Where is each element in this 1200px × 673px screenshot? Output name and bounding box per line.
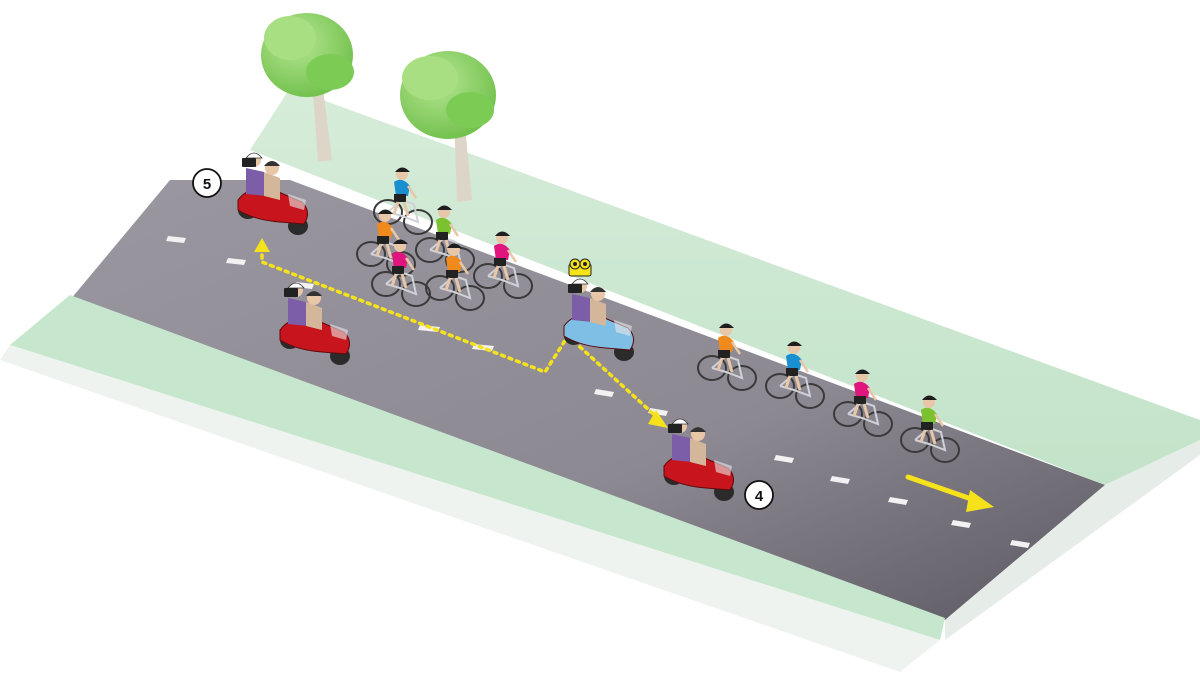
marker-4-label: 4 xyxy=(755,488,764,505)
marker-5: 5 xyxy=(193,169,221,197)
ground-slab xyxy=(0,88,1200,672)
marker-5-label: 5 xyxy=(203,176,211,193)
marker-4: 4 xyxy=(745,481,773,509)
